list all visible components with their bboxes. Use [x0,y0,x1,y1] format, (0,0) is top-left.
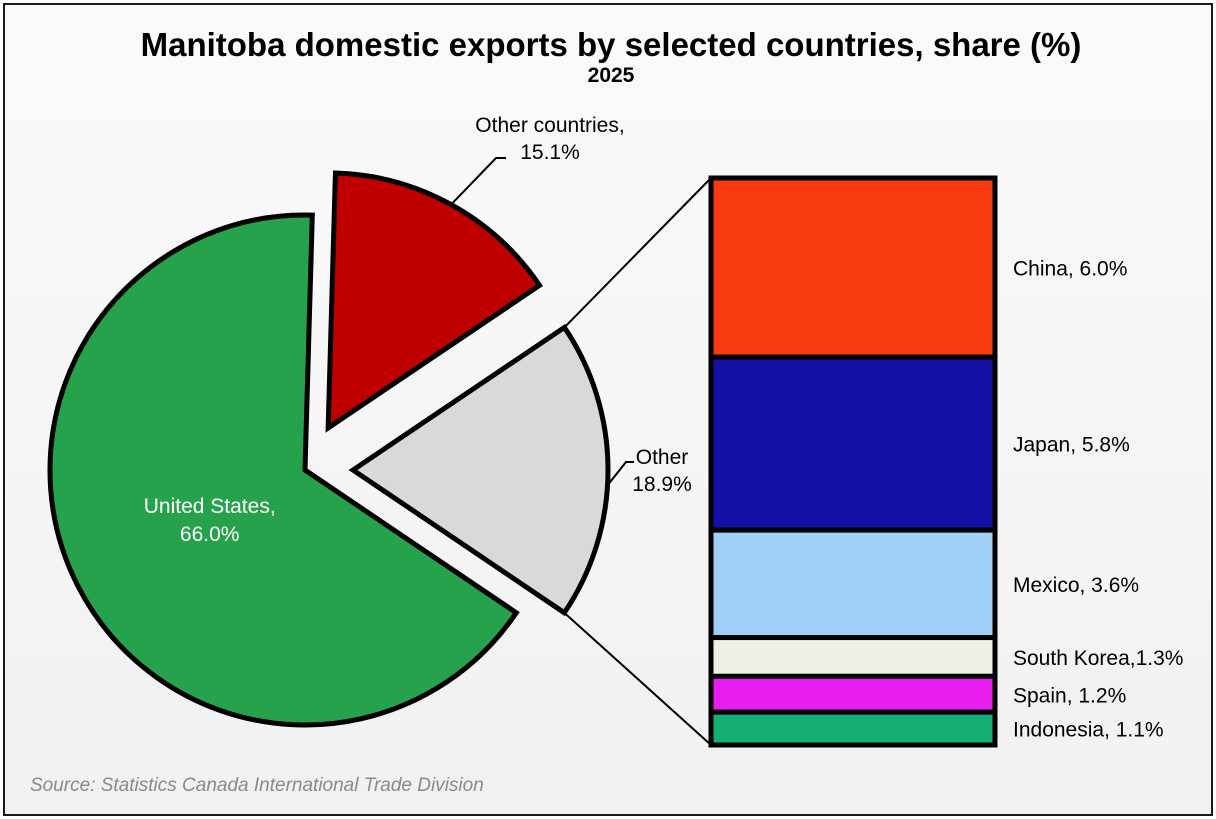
bar-segment-mexico [708,527,998,641]
bar-label-indonesia: Indonesia, 1.1% [1013,719,1164,742]
bar-label-japan: Japan, 5.8% [1013,434,1130,457]
bar-segment-south-korea [708,635,998,679]
bar-label-mexico: Mexico, 3.6% [1013,574,1139,597]
source-note: Source: Statistics Canada International … [30,775,484,796]
bar-label-china: China, 6.0% [1013,258,1127,281]
data-labels: China, 6.0% Japan, 5.8% Mexico, 3.6% South … [144,114,1184,742]
pie-group [47,170,611,728]
pie-label-other-countries: Other countries,15.1% [475,114,624,164]
pie-slice-united-states [47,212,520,728]
breakdown-bar [708,175,998,748]
bar-segment-spain [708,673,998,715]
bar-label-spain: Spain, 1.2% [1013,684,1126,707]
pie-slice-other [348,323,611,617]
connector-line-top [563,177,712,329]
bar-label-south-korea: South Korea,1.3% [1013,647,1183,670]
chart-subtitle: 2025 [588,64,635,87]
chart-title: Manitoba domestic exports by selected co… [141,26,1082,63]
bar-segment-indonesia [708,709,998,748]
pie-label-united-states: United States,66.0% [144,495,276,546]
pie-slice-other-countries [325,170,544,433]
bar-segment-japan [708,354,998,533]
pie-to-bar-connectors [563,177,712,746]
leader-line-other-countries [450,157,506,206]
connector-line-bottom [563,612,712,746]
leader-line-other [606,461,634,486]
bar-segment-china [708,175,998,360]
